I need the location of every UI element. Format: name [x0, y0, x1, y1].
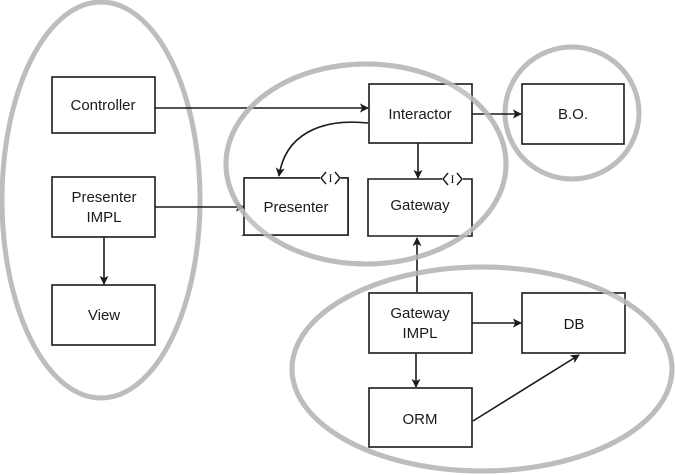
node-label: Controller — [70, 97, 135, 114]
node-label: Gateway — [390, 197, 450, 214]
svg-text:I: I — [451, 172, 455, 186]
interface-marker-icon: I — [320, 171, 341, 185]
node-label: ORM — [403, 411, 438, 428]
node-label: Presenter — [263, 199, 328, 216]
node-label: Interactor — [388, 106, 451, 123]
node-label: Presenter — [71, 189, 136, 206]
node-label: Gateway — [390, 305, 450, 322]
node-label: B.O. — [558, 106, 588, 123]
edge-interactor-presenter — [275, 121, 369, 177]
svg-text:I: I — [329, 171, 333, 185]
node-gateway: I Gateway — [367, 172, 473, 237]
node-presenter-impl: Presenter IMPL — [51, 176, 156, 238]
node-label: DB — [564, 316, 585, 333]
node-gateway-impl: Gateway IMPL — [368, 292, 473, 354]
node-label: IMPL — [402, 325, 437, 342]
ui-layer-ellipse — [0, 0, 203, 401]
node-view: View — [51, 284, 156, 346]
node-label: IMPL — [86, 209, 121, 226]
node-label: View — [88, 307, 120, 324]
edge-orm-db — [472, 354, 580, 422]
data-layer-ellipse-overlay — [289, 264, 675, 474]
node-db: DB — [521, 292, 626, 354]
node-bo: B.O. — [521, 83, 625, 145]
node-orm: ORM — [368, 387, 473, 448]
use-case-layer-ellipse-overlay — [223, 61, 509, 267]
business-objects-layer-ellipse — [502, 44, 642, 182]
node-presenter: I Presenter — [241, 171, 349, 236]
node-interactor: Interactor — [368, 83, 473, 144]
interface-marker-icon: I — [442, 172, 463, 186]
node-controller: Controller — [51, 76, 156, 134]
